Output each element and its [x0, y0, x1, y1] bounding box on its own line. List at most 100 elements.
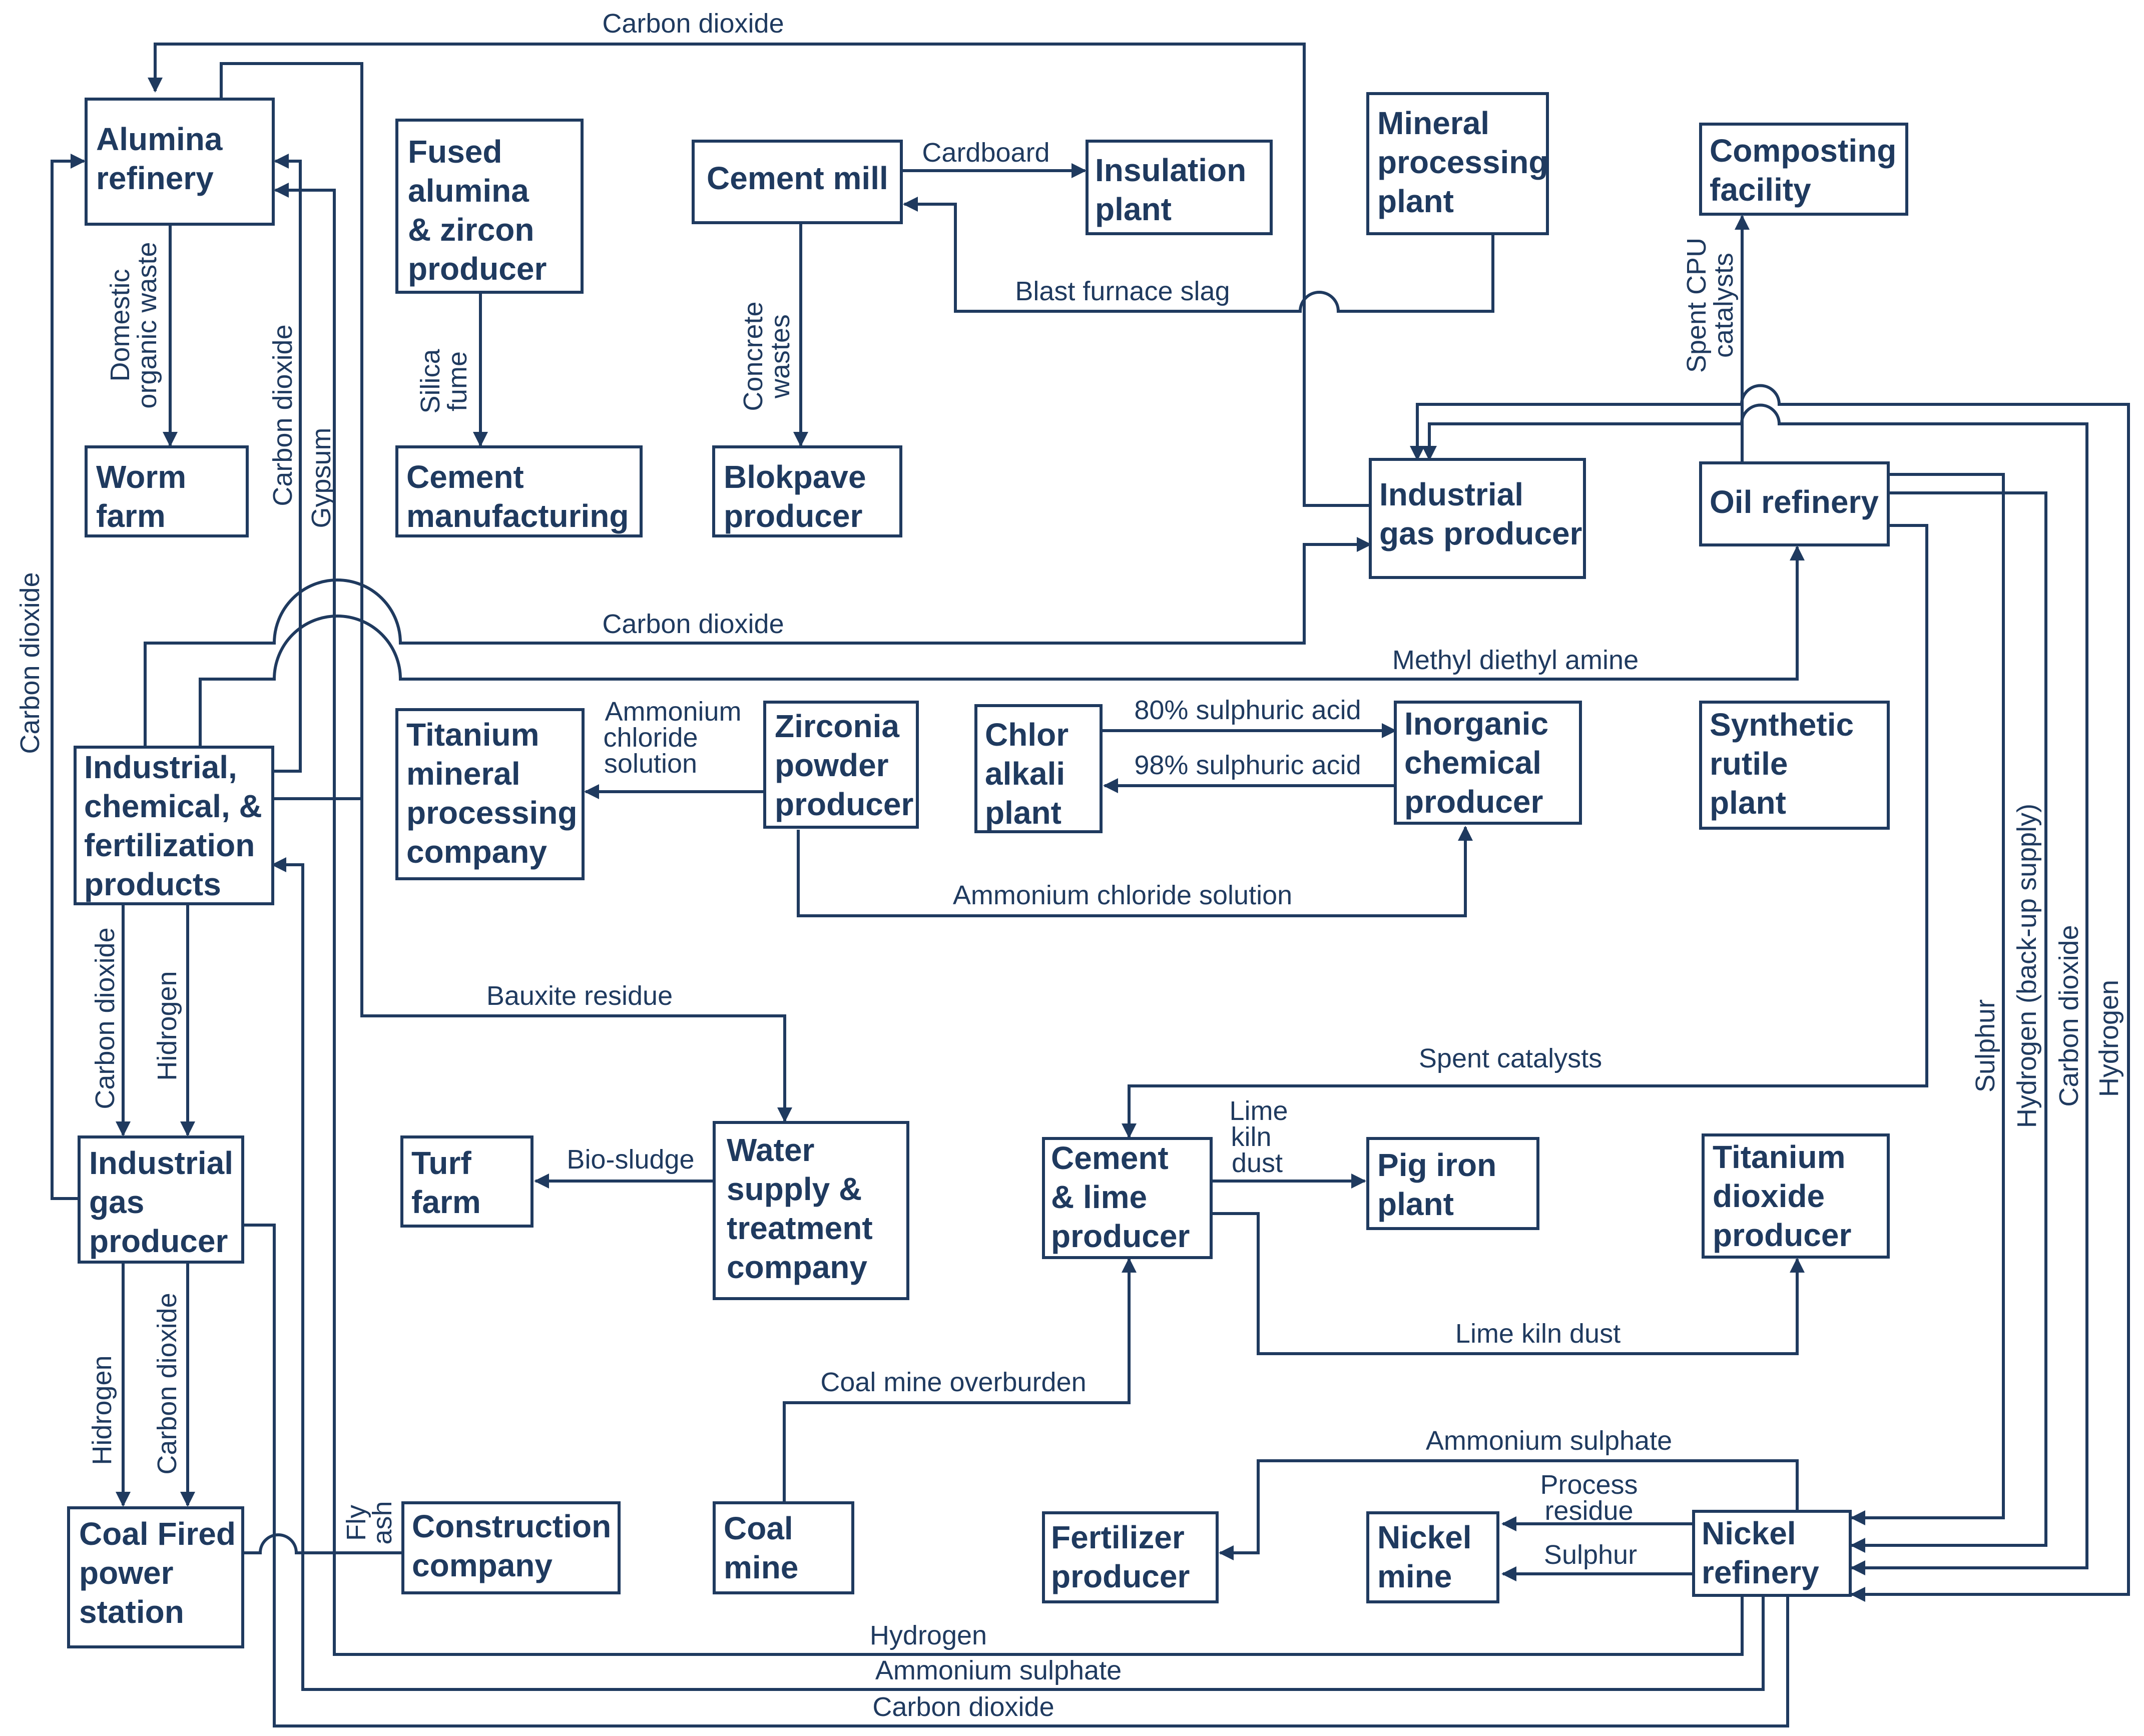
coal-mine-overburden-line: [783, 1258, 1137, 1503]
fused-alumina-line4: producer: [408, 251, 547, 287]
lime-kiln-dust-line: [1211, 1212, 1805, 1355]
label-silica-fume-2: fume: [442, 351, 472, 411]
construction-line2: company: [412, 1547, 553, 1583]
label-hydrogen-down: Hidrogen: [152, 971, 182, 1080]
zirconia-line3: producer: [775, 786, 913, 822]
pig-iron-line2: plant: [1377, 1186, 1454, 1222]
coal-power-line3: station: [79, 1594, 184, 1630]
hydrogen-to-gas-producer-line: [1410, 384, 2130, 1500]
industrial-chemical-line3: fertilization: [84, 827, 255, 863]
gas-producer-left-line1: Industrial: [89, 1145, 233, 1181]
label-lime-kiln-dust-short-2: kiln: [1231, 1122, 1271, 1152]
industrial-chemical-line2: chemical, &: [84, 788, 262, 824]
svg-text:Cement mill: Cement mill: [707, 160, 888, 196]
label-fly-ash: Flyash: [341, 1501, 397, 1544]
label-ammonium-chloride: Ammonium chloride solution: [953, 880, 1292, 910]
titanium-mineral-line3: processing: [406, 795, 577, 831]
insulation-plant-line2: plant: [1095, 191, 1172, 227]
label-spent-cpu-catalysts: Spent CPUcatalysts: [1682, 238, 1739, 373]
label-ammonium-chloride-short-1: Ammonium: [605, 697, 741, 727]
label-blast-furnace-slag: Blast furnace slag: [1015, 276, 1230, 306]
label-co2-mid: Carbon dioxide: [602, 609, 784, 639]
titanium-dioxide-line1: Titanium: [1713, 1139, 1846, 1175]
label-spent-cpu-2: catalysts: [1709, 253, 1739, 358]
label-domestic-organic-waste-2: organic waste: [132, 242, 162, 408]
methyl-diethyl-amine-line: [199, 545, 1805, 746]
co2-bottom-line: [243, 1224, 1789, 1727]
label-fly-ash-1: Fly: [341, 1505, 371, 1541]
gas-producer-left-line2: gas: [89, 1184, 144, 1220]
titanium-dioxide-line2: dioxide: [1713, 1178, 1825, 1214]
label-co2-top: Carbon dioxide: [602, 9, 784, 39]
label-process-residue-1: Process: [1540, 1470, 1638, 1500]
co2-alumina-line: [273, 154, 302, 773]
inorganic-line2: chemical: [1404, 745, 1541, 781]
label-concrete-wastes-1: Concrete: [738, 301, 768, 411]
label-concrete-wastes-2: wastes: [765, 314, 795, 399]
titanium-mineral-line2: mineral: [406, 756, 520, 792]
mineral-processing-line2: processing: [1377, 144, 1548, 180]
inorganic-line3: producer: [1404, 784, 1543, 820]
chlor-alkali-line2: alkali: [985, 756, 1065, 792]
gypsum-arrow: [274, 183, 336, 799]
label-hydrogen-backup: Hydrogen (back-up supply): [2012, 804, 2042, 1128]
label-ammonium-sulphate-top: Ammonium sulphate: [1426, 1426, 1672, 1456]
insulation-plant-line1: Insulation: [1095, 152, 1246, 188]
synthetic-rutile-line3: plant: [1710, 785, 1786, 821]
label-spent-cpu-1: Spent CPU: [1682, 238, 1712, 373]
gypsum-line: [220, 62, 363, 800]
coal-power-line2: power: [79, 1555, 173, 1591]
titanium-mineral-line4: company: [406, 834, 547, 870]
nickel-mine-line2: mine: [1377, 1558, 1452, 1594]
label-concrete-wastes: Concretewastes: [738, 301, 795, 411]
hydrogen-right-line: [1850, 1500, 2130, 1602]
blokpave-line1: Blokpave: [724, 459, 866, 495]
label-ammonium-chloride-short-3: solution: [604, 749, 697, 779]
fused-alumina-line1: Fused: [408, 134, 502, 170]
label-spent-catalysts: Spent catalysts: [1419, 1043, 1602, 1073]
fused-alumina-line2: alumina: [408, 173, 529, 209]
node-oil-refinery: Oil refinery: [1699, 461, 1890, 546]
label-co2-right: Carbon dioxide: [2054, 925, 2084, 1106]
label-lime-kiln-dust-short-3: dust: [1232, 1148, 1283, 1178]
composting-line2: facility: [1710, 172, 1811, 208]
worm-farm-line1: Worm: [96, 459, 186, 495]
label-ammonium-sulphate-bottom: Ammonium sulphate: [875, 1655, 1122, 1685]
worm-farm-line2: farm: [96, 498, 166, 534]
label-bauxite-residue: Bauxite residue: [486, 981, 673, 1011]
chlor-alkali-line1: Chlor: [985, 717, 1068, 753]
ammonium-chloride-line: [797, 826, 1473, 917]
spent-catalysts-line: [1122, 524, 1928, 1138]
gas-producer-left-line3: producer: [89, 1223, 228, 1259]
zirconia-line1: Zirconia: [775, 708, 899, 744]
co2-mid-line: [144, 537, 1372, 746]
synthetic-rutile-line1: Synthetic: [1710, 707, 1854, 743]
blast-furnace-slag-line: [903, 197, 1494, 313]
